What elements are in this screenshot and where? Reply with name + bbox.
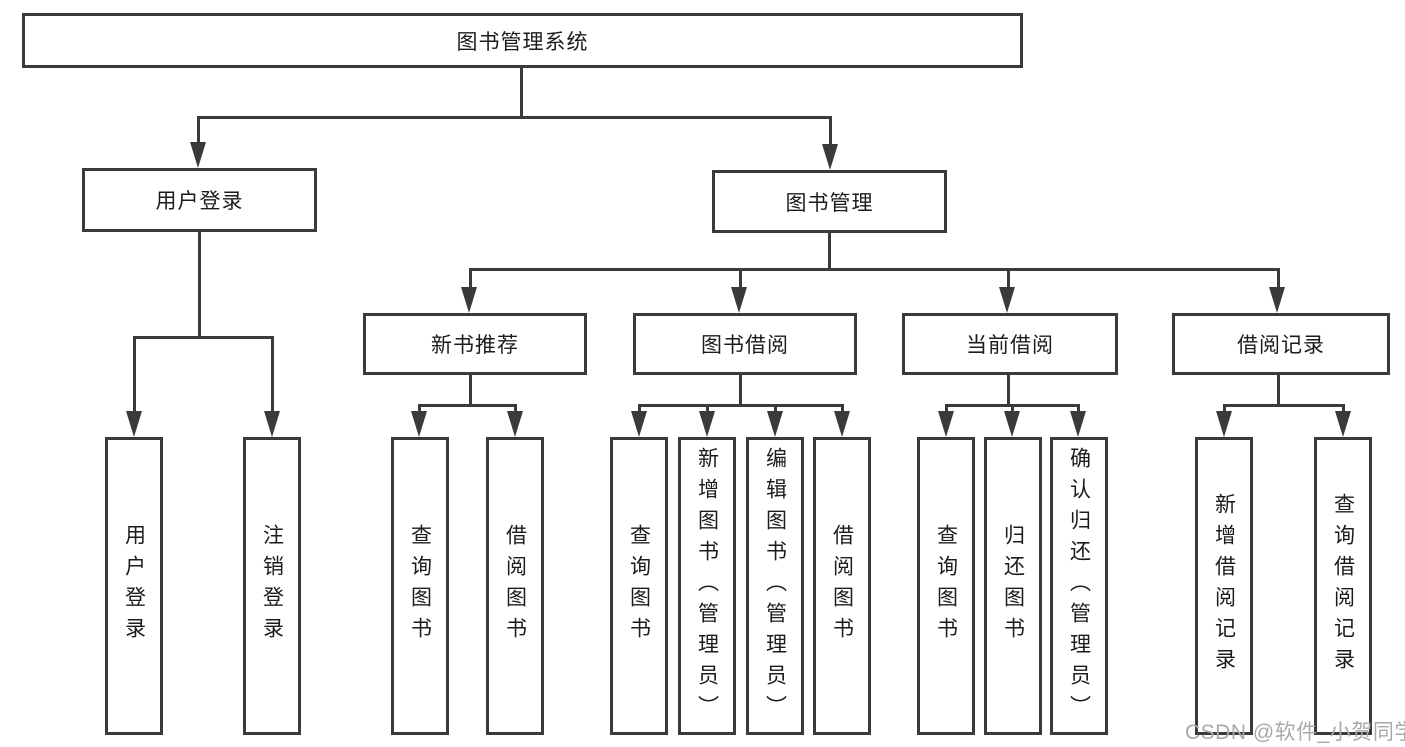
edge-nb-2 (514, 404, 517, 416)
node-root: 图书管理系统 (22, 13, 1023, 68)
edge-nb-1 (418, 404, 421, 416)
arrow-bb-3 (767, 411, 783, 437)
leaf-rc-query-record: 查询借阅记录 (1314, 437, 1372, 735)
edge-bb-2 (706, 404, 709, 416)
edge-to-book-mgmt (829, 116, 832, 148)
arrow-nb-2 (507, 411, 523, 437)
leaf-user-login: 用户登录 (105, 437, 163, 735)
leaf-logout-label: 注销登录 (260, 524, 284, 648)
node-new-book-rec: 新书推荐 (363, 313, 587, 375)
leaf-bb-edit-books-admin: 编辑图书（管理员） (746, 437, 804, 735)
edge-cb-3 (1077, 404, 1080, 416)
arrow-rc-2 (1335, 411, 1351, 437)
edge-to-user-login (197, 116, 200, 148)
leaf-cb-return-books: 归还图书 (984, 437, 1042, 735)
arrow-cb-3 (1070, 411, 1086, 437)
edge-root-rail (197, 116, 832, 119)
edge-book-borrow-rail (639, 404, 843, 407)
node-current-borrow-label: 当前借阅 (966, 334, 1054, 357)
edge-user-login-rail (134, 336, 274, 339)
leaf-bb-query-books: 查询图书 (610, 437, 668, 735)
node-user-login-label: 用户登录 (155, 190, 244, 213)
leaf-cb-query-books-label: 查询图书 (934, 524, 958, 648)
edge-cb-2 (1011, 404, 1014, 416)
leaf-nb-query-books: 查询图书 (391, 437, 449, 735)
edge-to-records (1277, 268, 1280, 293)
arrow-nb-1 (411, 411, 427, 437)
arrow-user-login (190, 142, 206, 168)
node-current-borrow: 当前借阅 (902, 313, 1118, 375)
leaf-nb-query-books-label: 查询图书 (408, 524, 432, 648)
edge-to-leaf-login (133, 336, 136, 414)
leaf-cb-confirm-return-admin-label: 确认归还（管理员） (1067, 446, 1091, 726)
leaf-bb-borrow-books-label: 借阅图书 (830, 524, 854, 648)
arrow-records (1269, 287, 1285, 313)
edge-bb-1 (638, 404, 641, 416)
leaf-bb-borrow-books: 借阅图书 (813, 437, 871, 735)
edge-new-book-rail (419, 404, 517, 407)
node-borrow-records: 借阅记录 (1172, 313, 1390, 375)
arrow-book-borrow (731, 287, 747, 313)
leaf-nb-borrow-books: 借阅图书 (486, 437, 544, 735)
edge-book-mgmt-rail (470, 268, 1280, 271)
node-user-login: 用户登录 (82, 168, 317, 232)
edge-root-stem (520, 68, 523, 118)
edge-records-stem (1277, 375, 1280, 407)
edge-rc-2 (1342, 404, 1345, 416)
node-book-borrow: 图书借阅 (633, 313, 857, 375)
edge-records-rail (1224, 404, 1344, 407)
edge-current-borrow-stem (1007, 375, 1010, 407)
leaf-logout: 注销登录 (243, 437, 301, 735)
node-book-mgmt: 图书管理 (712, 170, 947, 233)
watermark: CSDN @软件_小贺同学 (1185, 721, 1405, 744)
arrow-leaf-login (126, 411, 142, 437)
edge-rc-1 (1223, 404, 1226, 416)
node-book-borrow-label: 图书借阅 (701, 334, 789, 357)
arrow-bb-1 (631, 411, 647, 437)
leaf-user-login-label: 用户登录 (122, 524, 146, 648)
arrow-cb-2 (1004, 411, 1020, 437)
leaf-cb-confirm-return-admin: 确认归还（管理员） (1050, 437, 1108, 735)
node-book-mgmt-label: 图书管理 (785, 191, 874, 215)
leaf-bb-edit-books-admin-label: 编辑图书（管理员） (763, 446, 787, 726)
arrow-new-book (461, 287, 477, 313)
leaf-cb-return-books-label: 归还图书 (1001, 524, 1025, 648)
edge-to-leaf-logout (271, 336, 274, 414)
leaf-nb-borrow-books-label: 借阅图书 (503, 524, 527, 648)
edge-to-book-borrow (739, 268, 742, 293)
edge-to-current-borrow (1007, 268, 1010, 293)
node-root-label: 图书管理系统 (456, 30, 589, 54)
leaf-cb-query-books: 查询图书 (917, 437, 975, 735)
edge-cb-1 (945, 404, 948, 416)
leaf-rc-add-record-label: 新增借阅记录 (1212, 493, 1236, 679)
edge-book-mgmt-stem (828, 233, 831, 270)
arrow-leaf-logout (264, 411, 280, 437)
edge-bb-4 (841, 404, 844, 416)
leaf-rc-add-record: 新增借阅记录 (1195, 437, 1253, 735)
leaf-bb-add-books-admin: 新增图书（管理员） (678, 437, 736, 735)
node-new-book-rec-label: 新书推荐 (431, 334, 519, 357)
edge-to-new-book (469, 268, 472, 293)
arrow-cb-1 (938, 411, 954, 437)
leaf-bb-add-books-admin-label: 新增图书（管理员） (695, 446, 719, 726)
arrow-bb-2 (699, 411, 715, 437)
edge-book-borrow-stem (739, 375, 742, 407)
edge-new-book-stem (469, 375, 472, 407)
leaf-bb-query-books-label: 查询图书 (627, 524, 651, 648)
edge-user-login-stem (198, 232, 201, 338)
leaf-rc-query-record-label: 查询借阅记录 (1331, 493, 1355, 679)
arrow-bb-4 (834, 411, 850, 437)
arrow-book-mgmt (822, 144, 838, 170)
arrow-current-borrow (999, 287, 1015, 313)
arrow-rc-1 (1216, 411, 1232, 437)
node-borrow-records-label: 借阅记录 (1237, 334, 1325, 357)
edge-bb-3 (774, 404, 777, 416)
